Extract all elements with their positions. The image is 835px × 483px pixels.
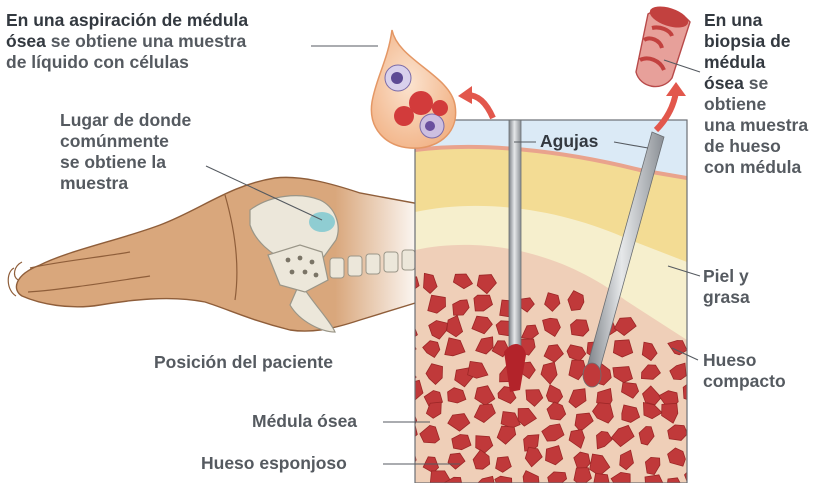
aspiration-arrowhead	[458, 86, 472, 104]
marrow-piece	[686, 423, 704, 441]
aspiration-label: En una aspiración de médula ósea se obti…	[6, 10, 248, 73]
biopsy-sample-core	[636, 2, 691, 86]
compact-bone-label: Hueso compacto	[703, 350, 786, 392]
marrow-piece	[694, 447, 711, 464]
marrow-piece	[401, 371, 416, 387]
sample-site-label: Lugar de donde comúnmente se obtiene la …	[60, 110, 191, 194]
patient-position-label: Posición del paciente	[154, 352, 333, 373]
marrow-piece	[398, 339, 416, 359]
marrow-piece	[574, 468, 592, 483]
marrow-piece	[688, 362, 704, 382]
skin-fat-label: Piel y grasa	[703, 266, 750, 308]
biopsy-arrowhead	[666, 82, 686, 96]
aspiration-sample-drop	[371, 30, 455, 148]
needles-label: Agujas	[540, 131, 598, 152]
marrow-piece	[397, 321, 418, 341]
marrow-piece	[690, 409, 711, 430]
spongy-bone-label: Hueso esponjoso	[201, 453, 347, 474]
bone-marrow-label: Médula ósea	[252, 411, 357, 432]
tissue-cross-section	[395, 120, 710, 483]
patient-figure	[8, 177, 425, 332]
biopsy-label: En una biopsia de médula ósea se obtiene…	[704, 10, 808, 178]
marrow-piece	[396, 473, 413, 483]
marrow-piece	[685, 468, 706, 483]
marrow-piece	[593, 473, 609, 483]
